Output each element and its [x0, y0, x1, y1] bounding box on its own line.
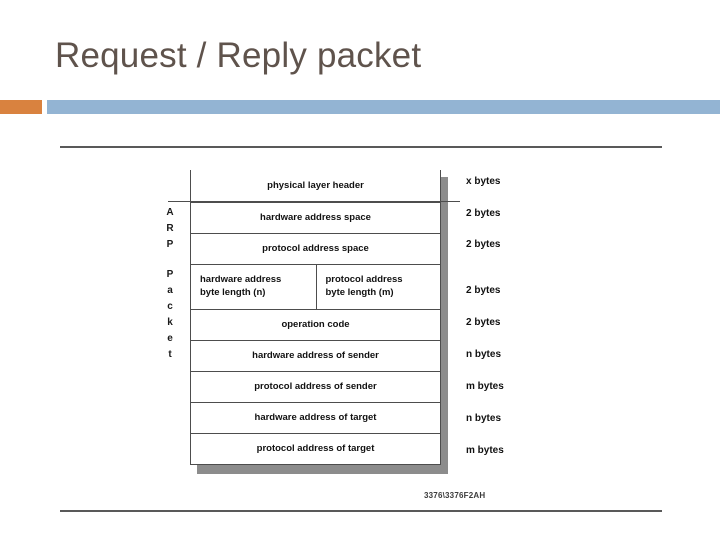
side-label-packet-a: a — [167, 285, 173, 296]
figure-rule-bottom — [60, 510, 662, 512]
side-label-packet-p: P — [166, 269, 174, 280]
side-label-packet-e: e — [167, 333, 173, 344]
packet-row-protocol-address-space: protocol address space — [191, 233, 440, 264]
side-label-packet-k: k — [167, 317, 173, 328]
byte-label-physical-layer-header: x bytes — [466, 176, 501, 187]
packet-row-hardware-address-space: hardware address space — [191, 202, 440, 233]
byte-label-byte-lengths: 2 bytes — [466, 285, 501, 296]
packet-row-label: protocol address of sender — [254, 380, 377, 392]
page-title: Request / Reply packet — [55, 36, 422, 75]
packet-row-label: hardware address space — [260, 211, 371, 223]
figure-rule-top — [60, 146, 662, 148]
accent-bar-blue — [47, 100, 720, 114]
side-label-p: P — [166, 239, 174, 250]
accent-bar-orange — [0, 100, 42, 114]
packet-row-label: physical layer header — [267, 179, 364, 191]
packet-row-label: protocol address space — [262, 242, 369, 254]
packet-row-label: hardware address of sender — [252, 349, 379, 361]
packet-row-hardware-address-sender: hardware address of sender — [191, 340, 440, 371]
byte-label-hardware-address-target: n bytes — [466, 413, 502, 424]
packet-row-physical-layer-header: physical layer header — [191, 170, 440, 202]
figure-caption: 3376\3376F2AH — [424, 491, 486, 500]
packet-row-label: protocol address of target — [256, 442, 375, 454]
byte-label-hardware-address-sender: n bytes — [466, 349, 502, 360]
byte-label-protocol-address-sender: m bytes — [466, 381, 504, 392]
byte-label-protocol-address-target: m bytes — [466, 445, 504, 456]
packet-row-operation-code: operation code — [191, 309, 440, 340]
byte-label-hardware-address-space: 2 bytes — [466, 208, 501, 219]
packet-row-protocol-address-target: protocol address of target — [191, 433, 440, 464]
byte-label-protocol-address-space: 2 bytes — [466, 239, 501, 250]
side-label-packet-t: t — [168, 349, 172, 360]
side-label-a: A — [166, 207, 174, 218]
packet-field-stack: physical layer header hardware address s… — [190, 170, 441, 465]
byte-label-operation-code: 2 bytes — [466, 317, 501, 328]
side-label-r: R — [166, 223, 174, 234]
packet-row-protocol-address-sender: protocol address of sender — [191, 371, 440, 402]
packet-row-label: operation code — [281, 318, 350, 330]
physical-header-separator — [168, 201, 460, 202]
packet-row-label: hardware address of target — [254, 411, 377, 423]
side-label-packet-c: c — [167, 301, 173, 312]
packet-row-hardware-address-target: hardware address of target — [191, 402, 440, 433]
